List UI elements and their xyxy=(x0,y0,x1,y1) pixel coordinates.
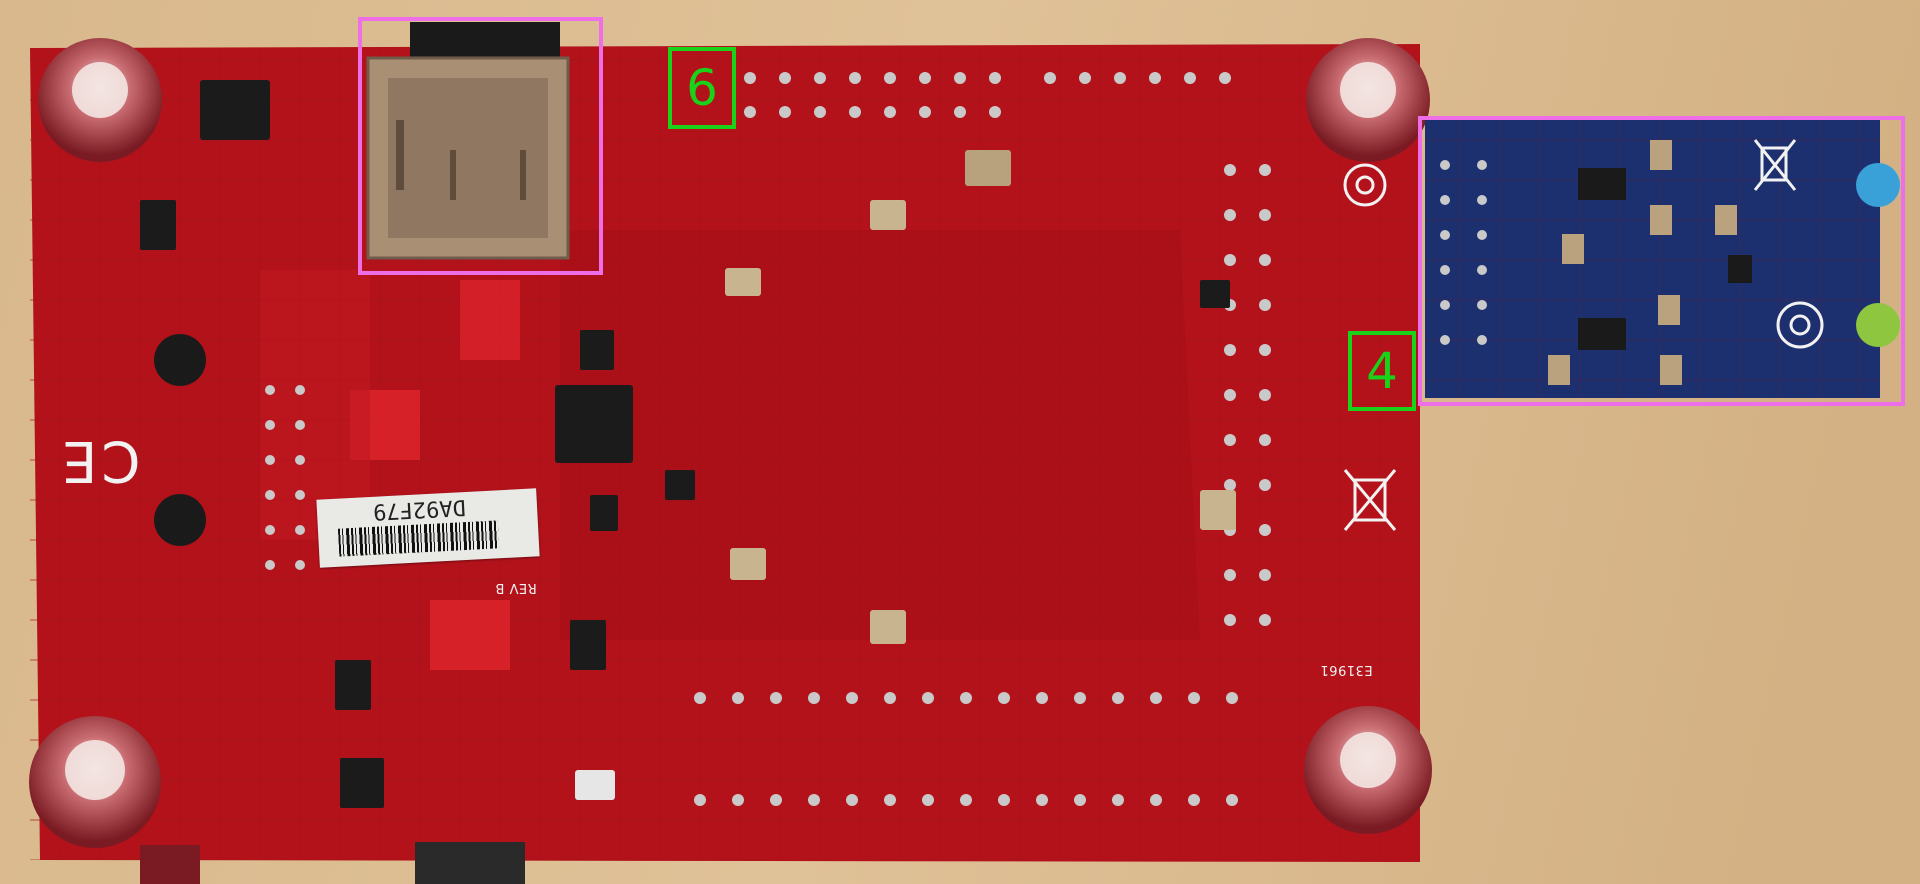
main-pcb xyxy=(30,44,1420,862)
module-recycle-logo xyxy=(1776,301,1824,349)
ce-marking: CE xyxy=(58,428,141,493)
pin-headers-bottom xyxy=(694,692,1238,806)
pin-headers-left xyxy=(265,385,305,570)
annotation-label-4: 4 xyxy=(1348,331,1416,411)
annotation-label-6: 6 xyxy=(668,47,736,129)
bottom-connector xyxy=(415,842,525,884)
barcode xyxy=(337,520,500,557)
serial-sticker: DA92F79 xyxy=(316,488,540,568)
edge-shadow xyxy=(140,845,200,884)
highlight-box-audio-module xyxy=(1418,116,1905,406)
sd-card-slot xyxy=(366,22,570,260)
mounting-spacer-bottom-right xyxy=(1304,706,1432,834)
pin-headers-top xyxy=(744,72,1231,118)
mounting-spacer-top-right xyxy=(1306,38,1430,162)
mounting-spacer-bottom-left xyxy=(29,716,161,848)
audio-jack-green xyxy=(1856,303,1900,347)
recycle-logo xyxy=(1343,163,1387,207)
passive-components xyxy=(575,150,1236,800)
mounting-spacer-top-left xyxy=(38,38,162,162)
revision-marking: REV B xyxy=(495,580,537,595)
audio-jack-blue xyxy=(1856,163,1900,207)
module-weee-icon xyxy=(1753,139,1797,191)
ce-mark xyxy=(154,334,206,546)
sticker-code: DA92F79 xyxy=(372,494,467,524)
ic-chips xyxy=(140,80,1230,808)
weee-icon xyxy=(1343,469,1397,531)
highlight-box-sd-slot xyxy=(358,17,603,275)
audio-module xyxy=(1425,120,1900,398)
lot-marking: E31961 xyxy=(1320,662,1373,677)
